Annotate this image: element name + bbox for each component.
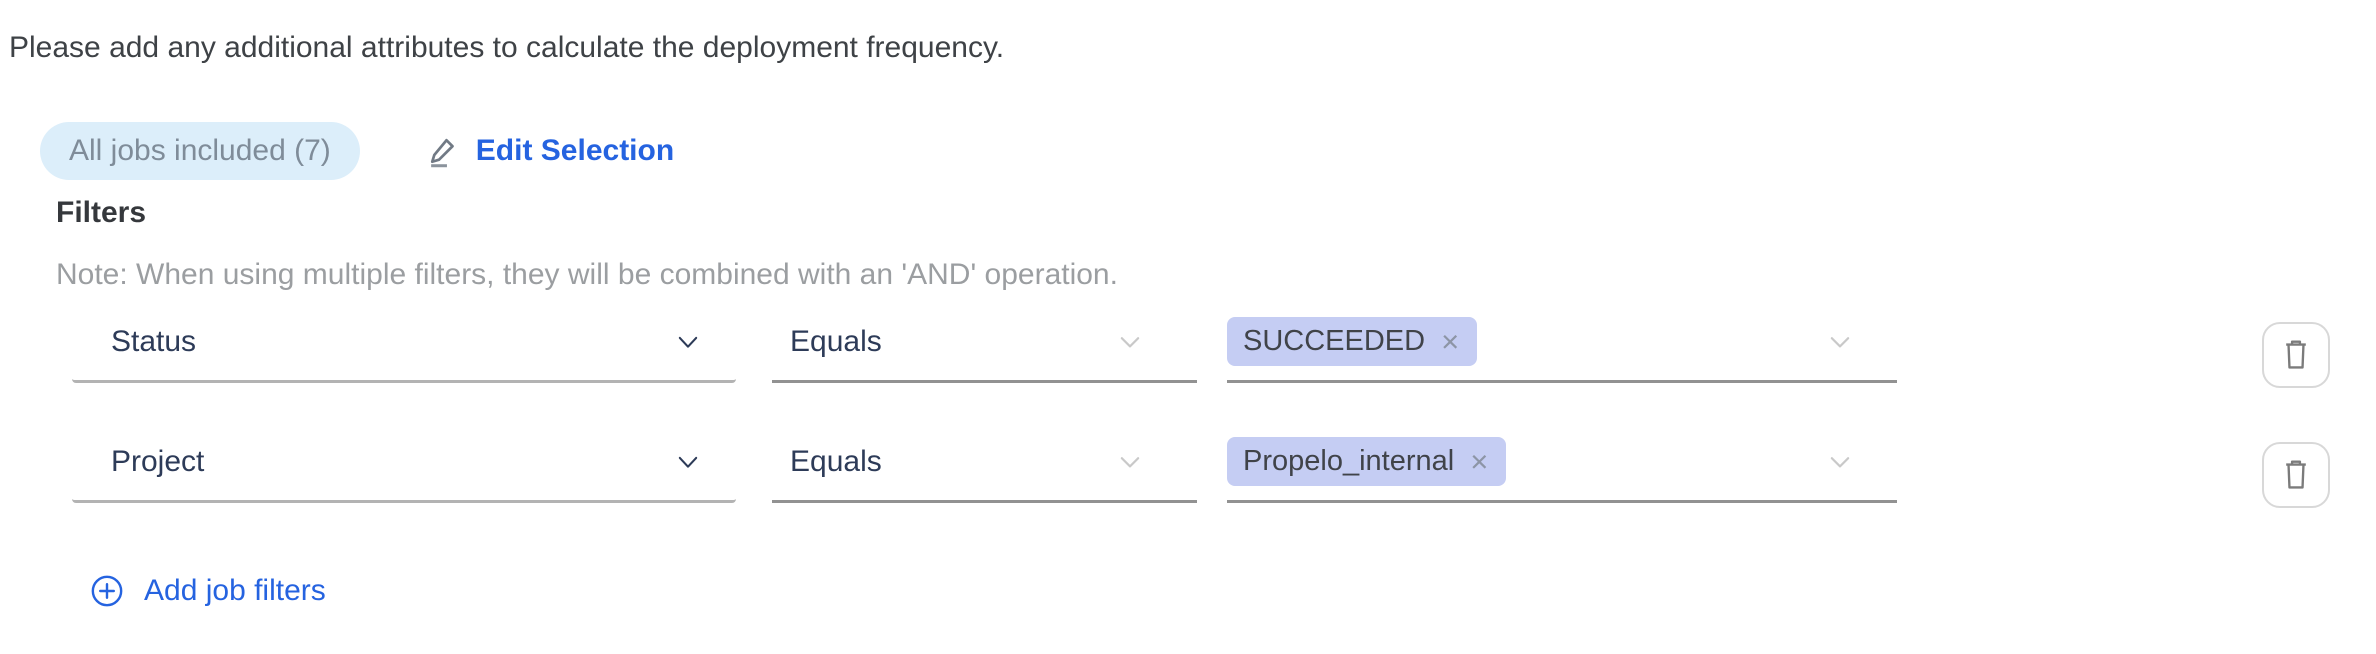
x-icon[interactable]: × — [1470, 444, 1489, 479]
trash-icon — [2280, 338, 2312, 372]
x-icon[interactable]: × — [1441, 324, 1460, 359]
attribute-select[interactable]: Status — [72, 303, 736, 383]
operator-select-value: Equals — [790, 324, 882, 358]
filter-row: Project Equals Propelo_internal × — [0, 423, 2376, 508]
filters-note: Note: When using multiple filters, they … — [56, 258, 1118, 291]
edit-selection-link[interactable]: Edit Selection — [424, 132, 674, 170]
filter-row: Status Equals SUCCEEDED × — [0, 303, 2376, 388]
delete-filter-button[interactable] — [2262, 322, 2330, 388]
chevron-down-icon — [1115, 327, 1145, 357]
operator-select-value: Equals — [790, 444, 882, 478]
selected-value-label: Propelo_internal — [1243, 445, 1455, 477]
jobs-selection-bar: All jobs included (7) Edit Selection — [40, 122, 674, 180]
operator-select[interactable]: Equals — [772, 423, 1197, 503]
selected-value-tag: Propelo_internal × — [1227, 437, 1507, 486]
trash-icon — [2280, 458, 2312, 492]
operator-select[interactable]: Equals — [772, 303, 1197, 383]
circle-plus-icon — [90, 574, 124, 608]
edit-selection-label: Edit Selection — [475, 134, 675, 167]
filters-heading: Filters — [56, 196, 147, 229]
value-multiselect[interactable]: Propelo_internal × — [1227, 423, 1897, 503]
selected-value-tag: SUCCEEDED × — [1227, 317, 1478, 366]
value-multiselect[interactable]: SUCCEEDED × — [1227, 303, 1897, 383]
all-jobs-included-badge: All jobs included (7) — [40, 122, 360, 180]
chevron-down-icon — [674, 448, 702, 476]
pencil-icon — [424, 132, 462, 170]
add-job-filters-link[interactable]: Add job filters — [90, 574, 326, 608]
delete-filter-button[interactable] — [2262, 442, 2330, 508]
chevron-down-icon — [1825, 327, 1855, 357]
attribute-select-value: Project — [111, 444, 205, 478]
selected-value-label: SUCCEEDED — [1243, 325, 1426, 357]
chevron-down-icon — [674, 328, 702, 356]
attribute-select[interactable]: Project — [72, 423, 736, 503]
add-job-filters-label: Add job filters — [144, 574, 326, 607]
intro-text: Please add any additional attributes to … — [9, 31, 1005, 64]
chevron-down-icon — [1115, 447, 1145, 477]
chevron-down-icon — [1825, 447, 1855, 477]
attribute-select-value: Status — [111, 324, 197, 358]
